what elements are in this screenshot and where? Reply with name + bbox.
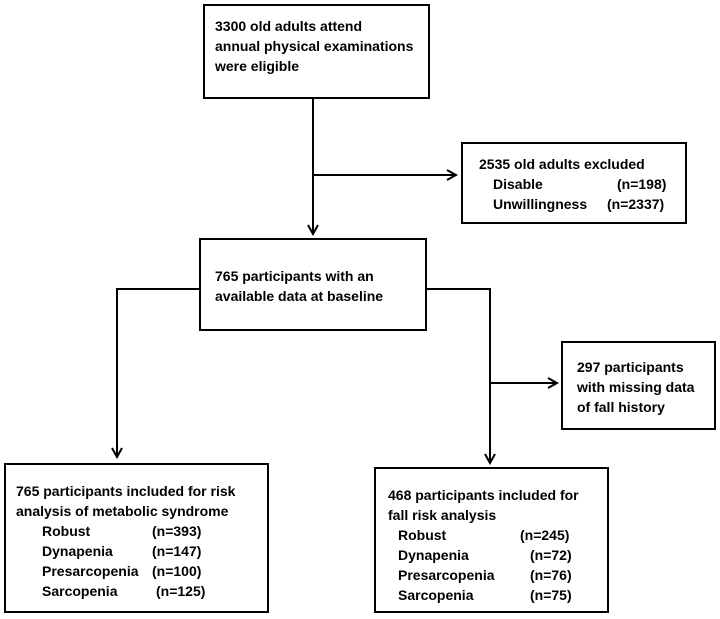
arrow-baseline-to-fall: [427, 288, 490, 463]
arrow-baseline-to-metabolic: [117, 288, 199, 457]
excluded-row-unwillingness: Unwillingness (n=2337): [479, 194, 685, 214]
fall-row-sarcopenia: Sarcopenia (n=75): [388, 585, 607, 605]
metabolic-count: (n=100): [152, 563, 202, 579]
metabolic-box: 765 participants included for risk analy…: [4, 463, 269, 613]
missing-text: 297 participants with missing data of fa…: [577, 359, 695, 415]
fall-row-dynapenia: Dynapenia (n=72): [388, 545, 607, 565]
metabolic-count: (n=147): [152, 543, 202, 559]
fall-title: 468 participants included for fall risk …: [388, 487, 579, 523]
metabolic-label: Sarcopenia: [42, 583, 118, 599]
excluded-row-disable: Disable (n=198): [479, 174, 685, 194]
fall-label: Presarcopenia: [398, 567, 495, 583]
fall-label: Sarcopenia: [398, 587, 474, 603]
metabolic-row-robust: Robust (n=393): [16, 521, 267, 541]
excluded-count: (n=2337): [607, 196, 665, 212]
excluded-label: Disable: [493, 176, 543, 192]
metabolic-label: Presarcopenia: [42, 563, 139, 579]
fall-count: (n=72): [530, 547, 572, 563]
excluded-label: Unwillingness: [493, 196, 588, 212]
fall-box: 468 participants included for fall risk …: [374, 467, 609, 613]
fall-row-robust: Robust (n=245): [388, 525, 607, 545]
excluded-box: 2535 old adults excluded Disable (n=198)…: [461, 142, 687, 224]
metabolic-title: 765 participants included for risk analy…: [16, 483, 236, 519]
metabolic-label: Robust: [42, 523, 91, 539]
fall-row-presarcopenia: Presarcopenia (n=76): [388, 565, 607, 585]
baseline-box: 765 participants with an available data …: [199, 238, 427, 331]
excluded-count: (n=198): [617, 176, 667, 192]
metabolic-count: (n=393): [152, 523, 202, 539]
metabolic-count: (n=125): [156, 583, 206, 599]
fall-label: Dynapenia: [398, 547, 469, 563]
metabolic-row-presarcopenia: Presarcopenia (n=100): [16, 561, 267, 581]
fall-label: Robust: [398, 527, 447, 543]
fall-count: (n=75): [530, 587, 572, 603]
metabolic-row-sarcopenia: Sarcopenia (n=125): [16, 581, 267, 601]
fall-count: (n=76): [530, 567, 572, 583]
metabolic-row-dynapenia: Dynapenia (n=147): [16, 541, 267, 561]
missing-box: 297 participants with missing data of fa…: [561, 341, 716, 430]
metabolic-label: Dynapenia: [42, 543, 113, 559]
fall-count: (n=245): [520, 527, 570, 543]
eligible-text: 3300 old adults attend annual physical e…: [215, 18, 414, 74]
eligible-box: 3300 old adults attend annual physical e…: [203, 4, 430, 99]
baseline-text: 765 participants with an available data …: [215, 268, 384, 304]
excluded-title: 2535 old adults excluded: [479, 156, 645, 172]
